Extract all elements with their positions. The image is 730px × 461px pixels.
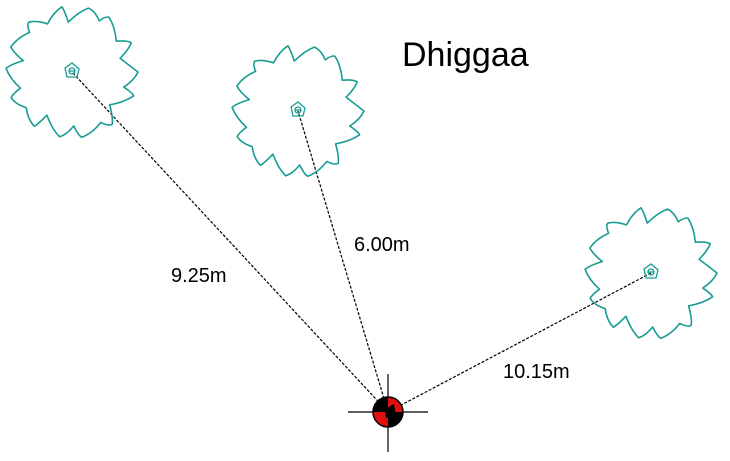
distance-label-tree-2: 6.00m <box>354 234 410 256</box>
diagram-title: Dhiggaa <box>402 36 529 74</box>
tree-2-canopy-icon <box>231 45 365 178</box>
tree-1-canopy-icon <box>5 5 139 139</box>
survey-target-icon <box>348 374 428 452</box>
distance-line-tree-1 <box>71 71 389 413</box>
tree-3-canopy-icon <box>584 207 718 340</box>
distance-label-tree-1: 9.25m <box>171 265 227 287</box>
distance-line-tree-3 <box>387 272 652 413</box>
distance-label-tree-3: 10.15m <box>503 361 570 383</box>
distance-line-tree-2 <box>297 110 389 413</box>
